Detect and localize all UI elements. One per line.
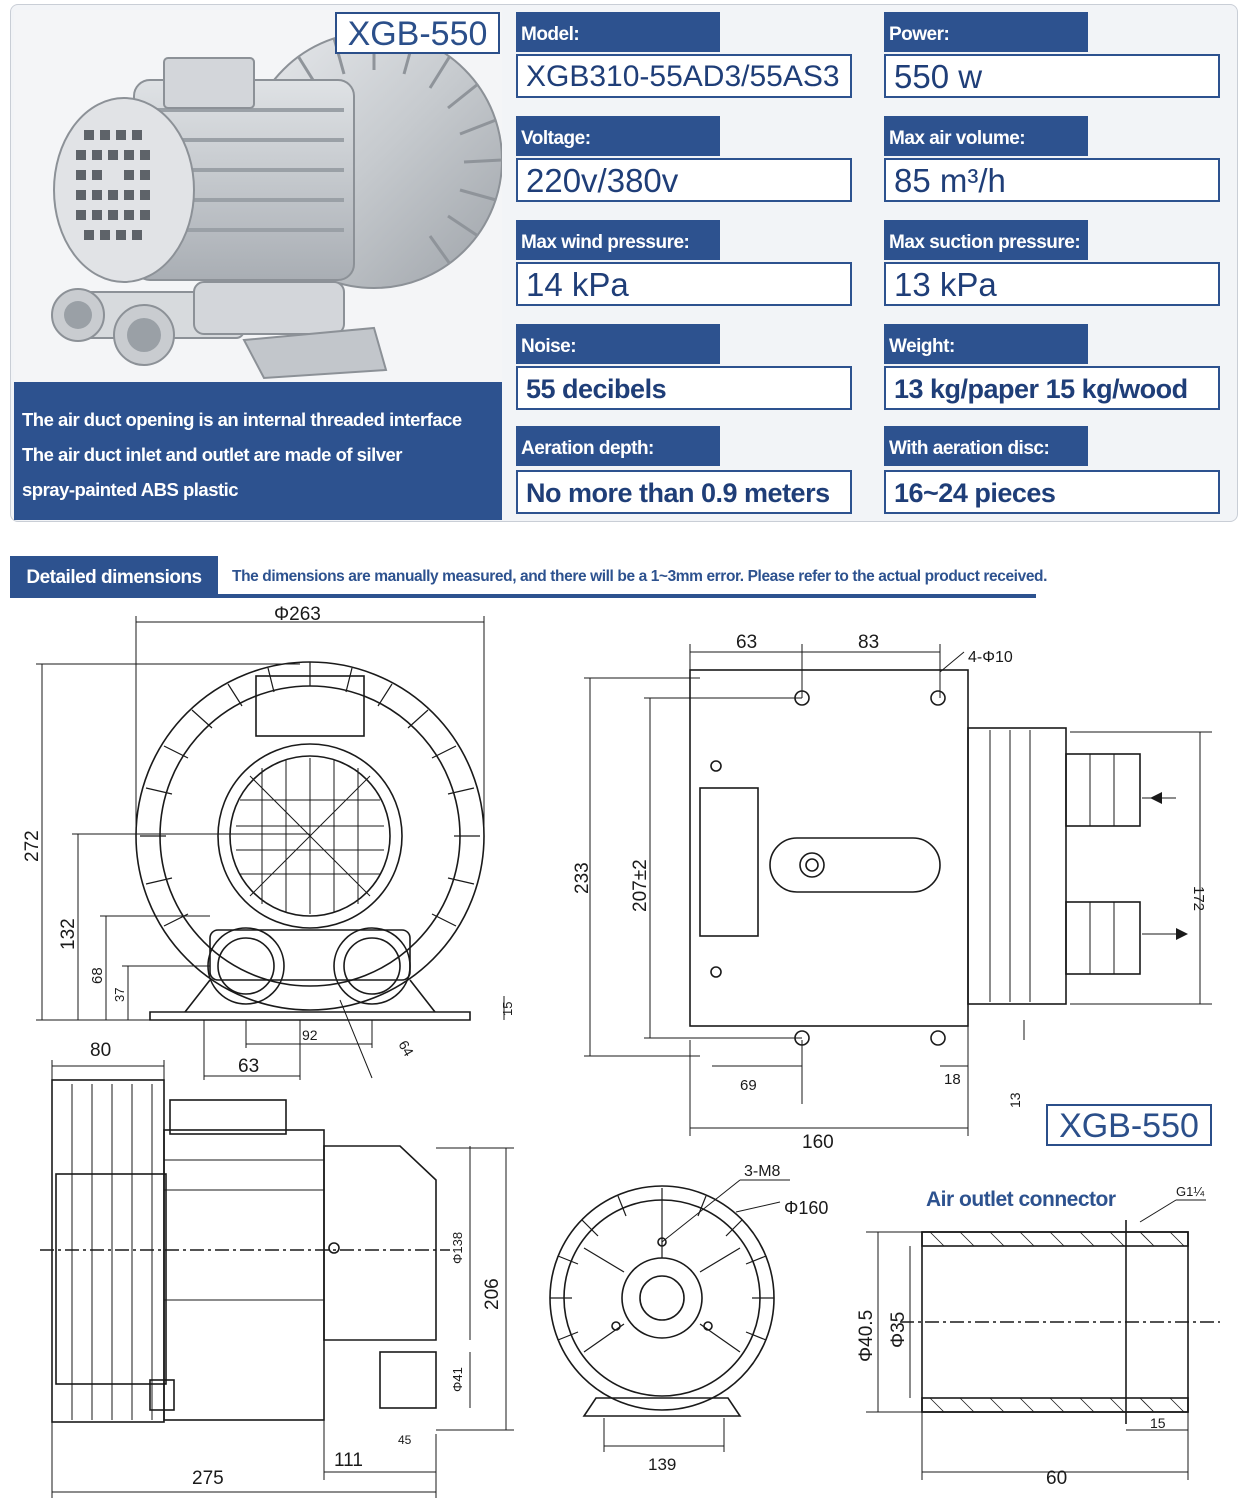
dim-outlet-d35: Φ35 [888, 1312, 909, 1348]
spec-label-weight: Weight: [884, 324, 1088, 364]
dim-outlet-thread: G1¼ [1176, 1184, 1204, 1199]
spec-value-model: XGB310-55AD3/55AS3 [516, 54, 852, 98]
spec-value-noise: 55 decibels [516, 366, 852, 410]
product-photo [14, 10, 503, 382]
dim-side-h206: 206 [482, 1278, 503, 1310]
spec-label-power: Power: [884, 12, 1088, 52]
dim-top-h233: 233 [572, 862, 593, 894]
dim-front-h37: 37 [112, 988, 127, 1002]
dim-front-d263: Φ263 [274, 604, 321, 625]
dim-front-h132: 132 [58, 918, 79, 950]
side-view-dimension-lines [51, 1060, 514, 1498]
rear-view-dimension-lines [603, 1179, 790, 1452]
dimensions-header-rule [10, 594, 1036, 598]
spec-label-suction-pressure: Max suction pressure: [884, 220, 1088, 260]
spec-label-noise: Noise: [516, 324, 720, 364]
dim-front-h15: 15 [500, 1002, 515, 1016]
dim-front-h68: 68 [89, 967, 106, 984]
dim-outlet-w60: 60 [1046, 1468, 1067, 1489]
dim-front-w92: 92 [302, 1027, 318, 1043]
spec-value-wind-pressure: 14 kPa [516, 262, 852, 306]
dim-top-w160: 160 [802, 1132, 834, 1153]
dim-outlet-d405: Φ40.5 [856, 1310, 877, 1362]
front-view-dimension-lines [36, 616, 505, 1080]
description-line: spray-painted ABS plastic [22, 479, 239, 500]
dim-top-w18: 18 [944, 1071, 961, 1088]
dim-side-w80: 80 [90, 1040, 111, 1061]
dim-top-h13: 13 [1007, 1092, 1023, 1108]
spec-label-wind-pressure: Max wind pressure: [516, 220, 720, 260]
dim-front-h272: 272 [22, 830, 43, 862]
dim-top-w63: 63 [736, 632, 757, 653]
dimensions-note: The dimensions are manually measured, an… [232, 568, 1048, 585]
spec-value-air-volume: 85 m³/h [884, 158, 1220, 202]
dim-rear-bolts: 3-M8 [744, 1163, 781, 1180]
dim-side-d41: Φ41 [450, 1367, 465, 1392]
dim-front-w64: 64 [395, 1038, 417, 1060]
outlet-view [900, 1220, 1220, 1424]
spec-label-aeration-disc: With aeration disc: [884, 426, 1088, 466]
dim-front-w63: 63 [238, 1056, 259, 1077]
blower-illustration [51, 31, 503, 380]
technical-drawings: Φ263 272 132 68 37 15 92 63 64 63 83 4-Φ… [22, 604, 1220, 1498]
dim-side-h45: 45 [398, 1433, 412, 1447]
description-line: The air duct inlet and outlet are made o… [22, 444, 403, 465]
spec-value-aeration-disc: 16~24 pieces [884, 470, 1220, 514]
spec-label-aeration-depth: Aeration depth: [516, 426, 720, 466]
outlet-title: Air outlet connector [926, 1188, 1116, 1211]
description-line: The air duct opening is an internal thre… [22, 409, 462, 430]
outlet-dimension-lines [866, 1199, 1206, 1480]
dim-side-w275: 275 [192, 1468, 224, 1489]
spec-value-voltage: 220v/380v [516, 158, 852, 202]
spec-value-weight: 13 kg/paper 15 kg/wood [884, 366, 1220, 410]
model-badge: XGB-550 [335, 12, 500, 54]
dimensions-header-label: Detailed dimensions [10, 556, 218, 598]
dim-top-holes: 4-Φ10 [968, 649, 1013, 666]
dim-rear-d160: Φ160 [784, 1198, 828, 1218]
spec-value-aeration-depth: No more than 0.9 meters [516, 470, 852, 514]
spec-label-air-volume: Max air volume: [884, 116, 1088, 156]
photo-description: The air duct opening is an internal thre… [14, 382, 502, 520]
spec-value-power: 550 w [884, 54, 1220, 98]
model-badge-secondary: XGB-550 [1046, 1104, 1212, 1146]
dim-top-h172: 172 [1190, 886, 1207, 911]
rear-view [549, 1185, 775, 1417]
dim-side-w111: 111 [334, 1450, 363, 1471]
spec-label-voltage: Voltage: [516, 116, 720, 156]
dim-side-d138: Φ138 [450, 1232, 465, 1264]
top-view [689, 669, 1141, 1046]
spec-value-suction-pressure: 13 kPa [884, 262, 1220, 306]
side-view [40, 1079, 450, 1423]
dim-top-w69: 69 [740, 1077, 757, 1094]
dim-top-w83: 83 [858, 632, 879, 653]
dim-outlet-w15: 15 [1150, 1415, 1166, 1431]
top-view-dimension-lines [584, 644, 1212, 1136]
dim-rear-w139: 139 [648, 1455, 676, 1474]
spec-label-model: Model: [516, 12, 720, 52]
dim-top-h207: 207±2 [630, 859, 651, 912]
